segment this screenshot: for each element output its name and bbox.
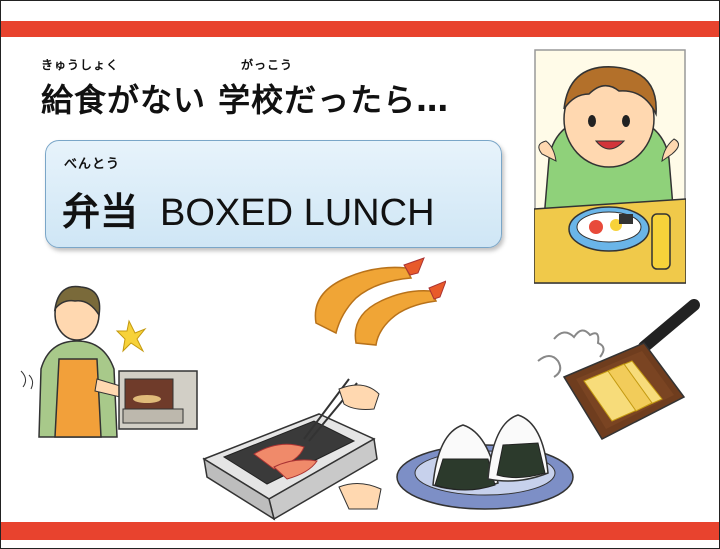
bento-kanji: 弁当 (62, 190, 139, 234)
bottom-accent-bar (1, 522, 719, 540)
tamagoyaki-pan-illustration (534, 299, 702, 444)
fried-shrimp-illustration (306, 253, 446, 348)
rice-balls-plate-illustration (393, 403, 578, 515)
grilling-salmon-illustration (199, 369, 384, 522)
ruby-bento: べんとう (64, 157, 121, 172)
ruby-kyushoku: きゅうしょく (41, 58, 120, 72)
boxed-lunch-english: BOXED LUNCH (160, 192, 435, 234)
banner-title: 弁当 BOXED LUNCH (62, 181, 435, 236)
boxed-lunch-banner: べんとう 弁当 BOXED LUNCH (45, 140, 502, 248)
ruby-gakko: がっこう (241, 58, 294, 72)
woman-toaster-oven-illustration (19, 279, 199, 441)
boy-eating-lunch-illustration (534, 49, 686, 284)
top-accent-bar (1, 21, 719, 37)
page-title: 給食がない 学校だったら… (41, 81, 450, 119)
